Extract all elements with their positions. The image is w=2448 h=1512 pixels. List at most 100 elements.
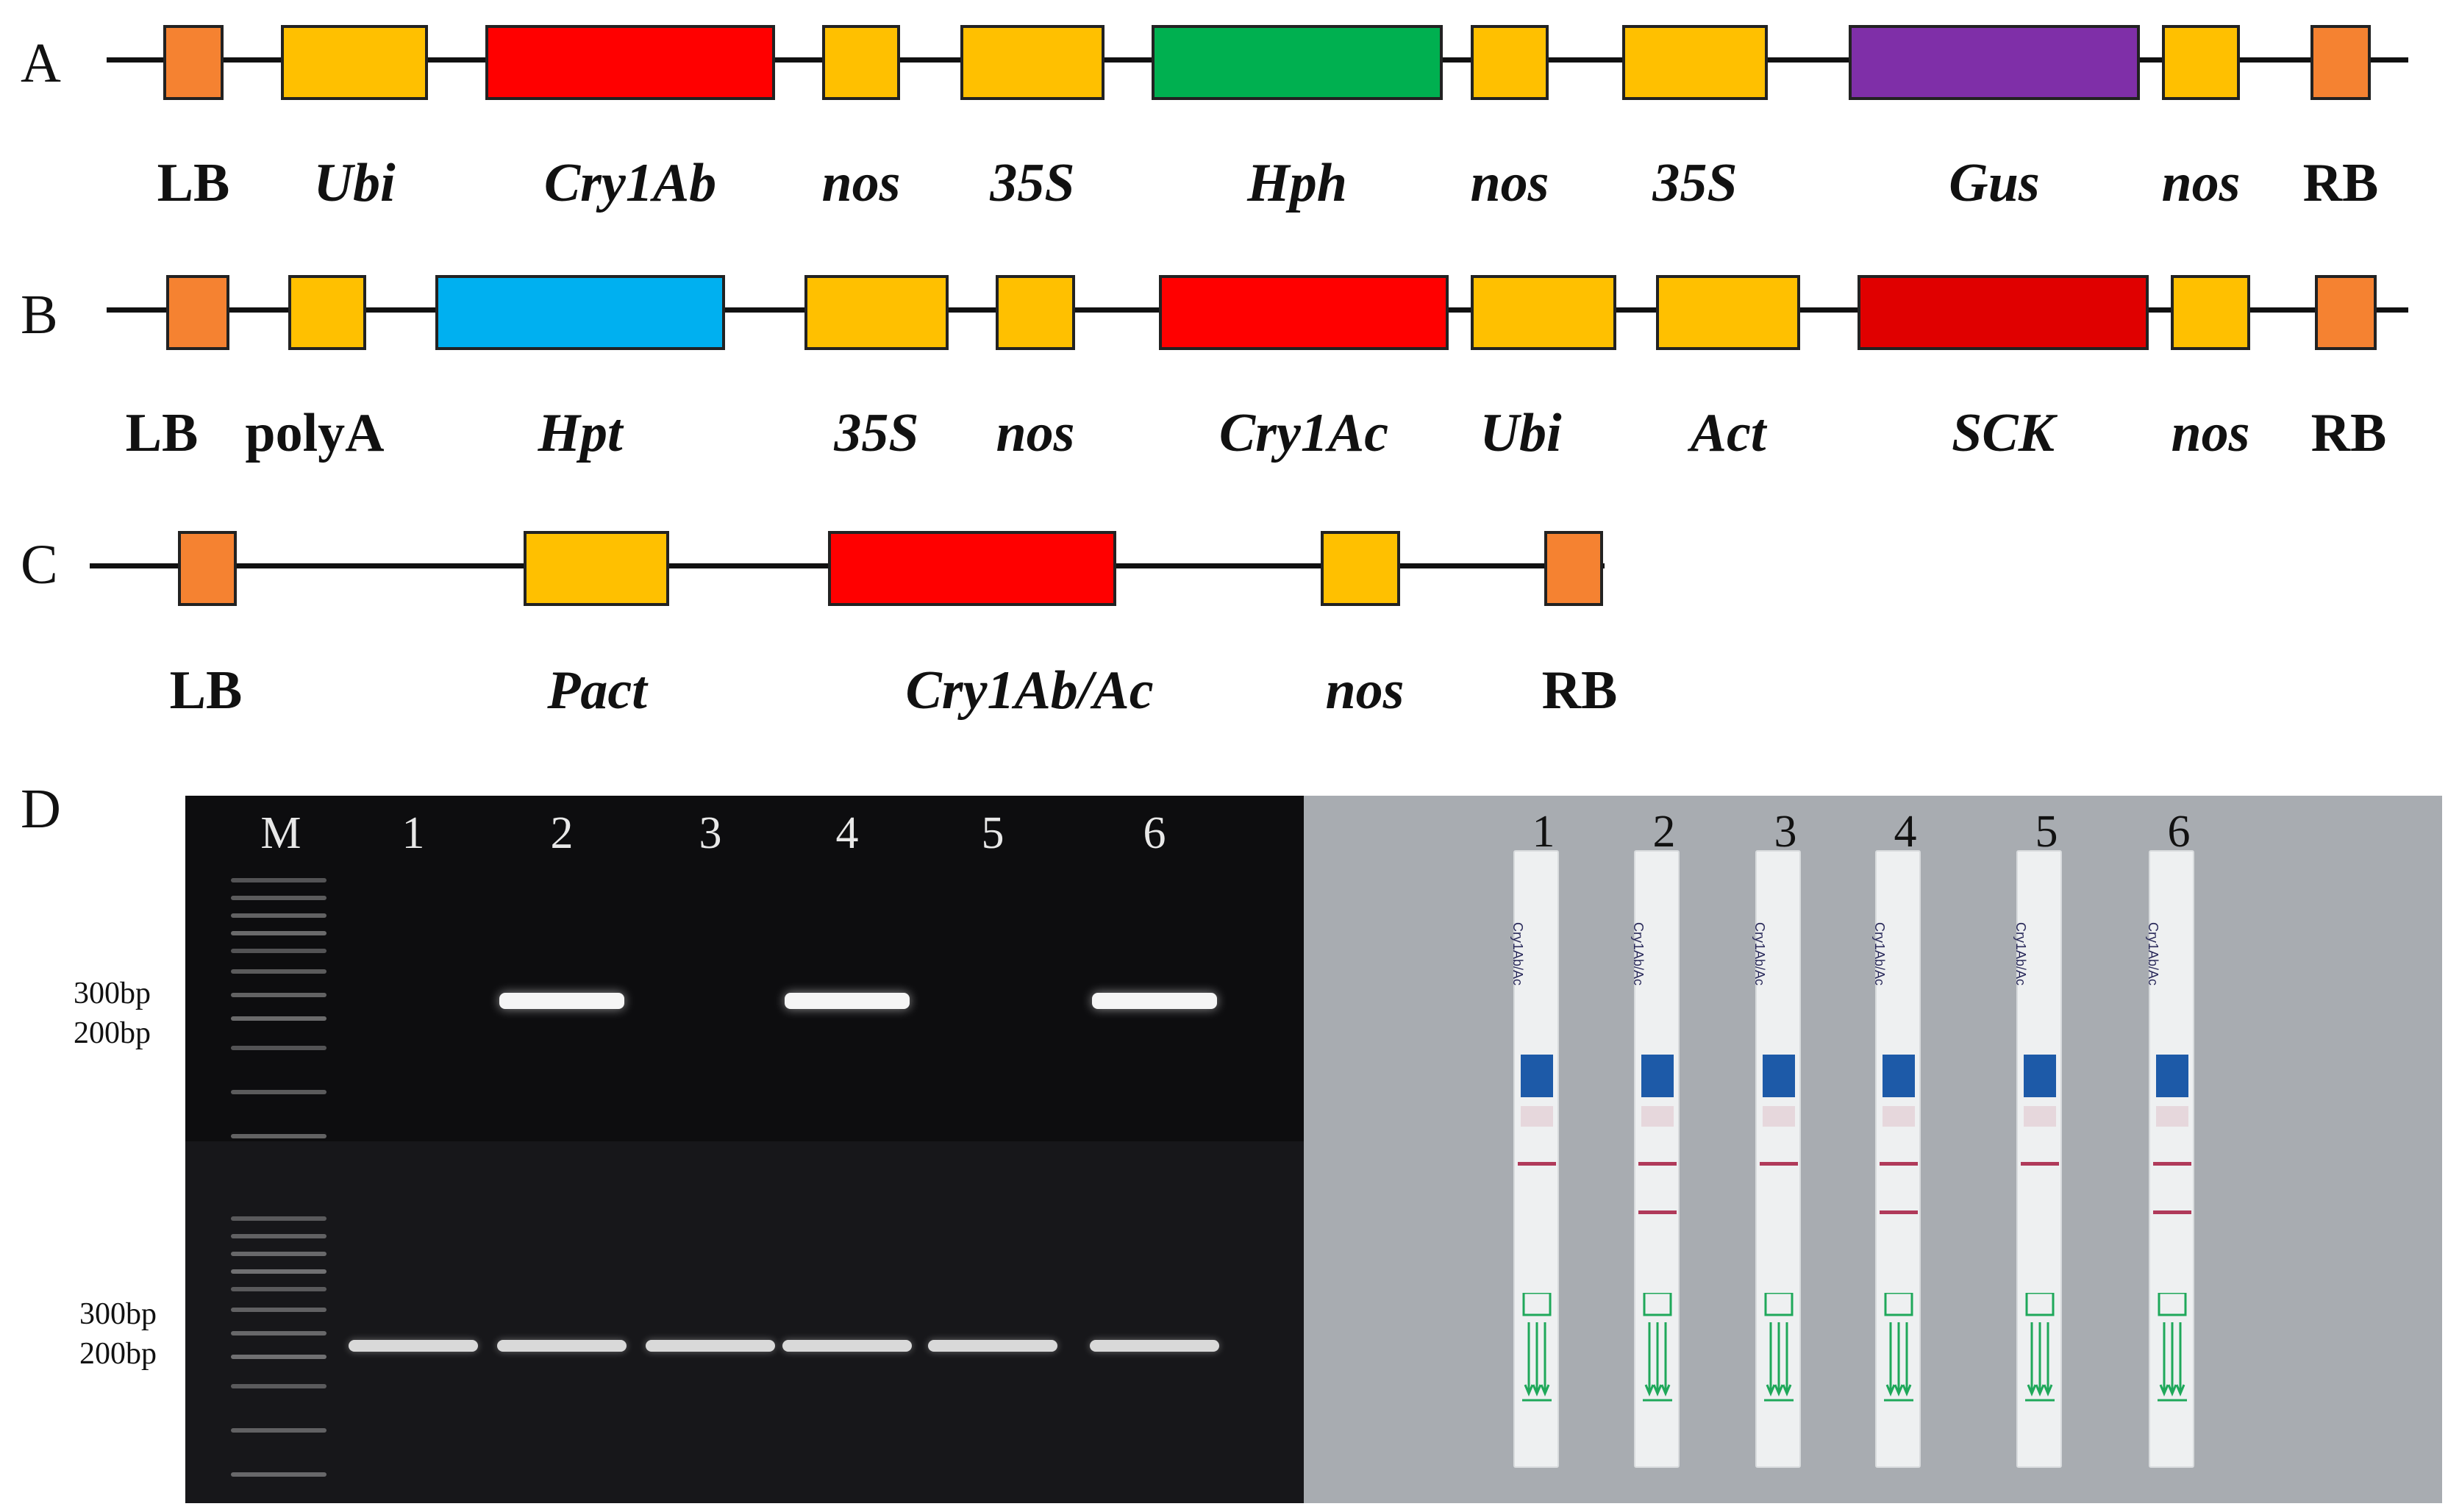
ladder-band [231, 1331, 326, 1336]
construct-a-label-6: Hph [1247, 153, 1347, 213]
construct-b-element-9 [1858, 275, 2149, 350]
strip-blue-pad [2156, 1055, 2188, 1097]
construct-b-label-8: Act [1690, 403, 1766, 463]
strip-arrow-icon [2158, 1291, 2187, 1403]
ladder-band [231, 913, 326, 918]
construct-b-label-1: LB [125, 403, 199, 463]
strip-test-line [2153, 1210, 2191, 1214]
ladder-band [231, 931, 326, 935]
construct-a-element-3 [485, 25, 775, 100]
construct-b-label-2: polyA [245, 403, 385, 463]
construct-b-element-7 [1471, 275, 1616, 350]
strip-sample-pad [2156, 1106, 2188, 1127]
construct-b-element-5 [996, 275, 1075, 350]
ladder-band [231, 1134, 326, 1138]
gel-lane-label-m: M [260, 808, 301, 858]
ladder-band [231, 1472, 326, 1477]
construct-c-element-3 [828, 531, 1116, 606]
construct-a-label-1: LB [157, 153, 230, 213]
gel-lane-label-3: 3 [699, 808, 722, 858]
ladder-band [231, 1046, 326, 1050]
strip-blue-pad [2024, 1055, 2056, 1097]
construct-b-element-10 [2171, 275, 2250, 350]
construct-c-label-4: nos [1325, 660, 1405, 721]
strip-arrow-icon [1522, 1291, 1552, 1403]
test-strip-2: Cry1Ab/Ac [1631, 850, 1680, 1468]
construct-b-label-6: Cry1Ac [1218, 403, 1389, 463]
construct-c-element-1 [178, 531, 237, 606]
construct-a-label-8: 35S [1652, 153, 1738, 213]
construct-c-element-4 [1321, 531, 1400, 606]
size-label-bottom-300: 300bp [79, 1297, 157, 1331]
construct-c-label-2: Pact [547, 660, 647, 721]
test-strip-1: Cry1Ab/Ac [1510, 850, 1559, 1468]
strip-control-line [1518, 1162, 1556, 1166]
ladder-band [231, 1252, 326, 1256]
strip-sample-pad [1763, 1106, 1795, 1127]
strip-sample-pad [1641, 1106, 1674, 1127]
gel-lane-label-4: 4 [835, 808, 859, 858]
strip-control-line [1638, 1162, 1677, 1166]
ladder-band [231, 1355, 326, 1359]
construct-a-label-10: nos [2161, 153, 2241, 213]
ladder-band [231, 1090, 326, 1094]
construct-a-element-5 [960, 25, 1105, 100]
construct-c-label-1: LB [169, 660, 243, 721]
strip-control-line [2021, 1162, 2059, 1166]
ladder-band [231, 878, 326, 882]
construct-a-element-1 [163, 25, 224, 100]
construct-a-element-2 [281, 25, 428, 100]
construct-a-element-9 [1849, 25, 2140, 100]
construct-b-element-8 [1656, 275, 1800, 350]
construct-c-element-2 [524, 531, 669, 606]
construct-a-element-6 [1152, 25, 1443, 100]
strip-sample-pad [1521, 1106, 1553, 1127]
gel-top-band-lane-4 [785, 993, 910, 1009]
construct-a-label-5: 35S [990, 153, 1075, 213]
construct-b-element-6 [1159, 275, 1449, 350]
construct-b-label-10: nos [2171, 403, 2250, 463]
construct-b-label-4: 35S [834, 403, 919, 463]
size-label-bottom-200: 200bp [79, 1337, 157, 1371]
gel-bottom-band-lane-3 [646, 1340, 775, 1352]
construct-a-element-7 [1471, 25, 1549, 100]
construct-a-element-11 [2310, 25, 2371, 100]
panel-letter-c: C [21, 534, 58, 596]
construct-a-label-9: Gus [1949, 153, 2040, 213]
construct-a-label-4: nos [821, 153, 901, 213]
gel-top-band-lane-2 [499, 993, 624, 1009]
strip-label-3: 3 [1774, 807, 1797, 857]
strip-label-6: 6 [2167, 807, 2191, 857]
construct-a-element-10 [2162, 25, 2240, 100]
ladder-band [231, 969, 326, 974]
strip-control-line [1880, 1162, 1918, 1166]
construct-b-element-11 [2315, 275, 2377, 350]
gel-top-half [185, 796, 1304, 1141]
strip-arrow-icon [2025, 1291, 2055, 1403]
ladder-band [231, 1384, 326, 1388]
construct-b-element-3 [435, 275, 725, 350]
gel-lane-label-6: 6 [1143, 808, 1166, 858]
ladder-band [231, 1308, 326, 1312]
construct-b-label-5: nos [996, 403, 1075, 463]
construct-c-label-3: Cry1Ab/Ac [905, 660, 1154, 721]
test-strip-5: Cry1Ab/Ac [2013, 850, 2062, 1468]
strip-label-4: 4 [1894, 807, 1917, 857]
strip-print-text: Cry1Ab/Ac [1752, 922, 1767, 986]
construct-b-label-3: Hpt [538, 403, 623, 463]
strip-print-text: Cry1Ab/Ac [1872, 922, 1887, 986]
panel-letter-d: D [21, 778, 61, 840]
gel-bottom-band-lane-2 [497, 1340, 627, 1352]
gel-lane-label-1: 1 [402, 808, 425, 858]
gel-top-band-lane-6 [1092, 993, 1217, 1009]
construct-c-element-5 [1544, 531, 1603, 606]
construct-b-label-11: RB [2310, 403, 2387, 463]
strip-arrow-icon [1884, 1291, 1913, 1403]
ladder-band [231, 1428, 326, 1433]
ladder-band [231, 1287, 326, 1291]
test-strip-4: Cry1Ab/Ac [1872, 850, 1921, 1468]
strip-label-5: 5 [2035, 807, 2058, 857]
ladder-band [231, 1234, 326, 1238]
strip-label-2: 2 [1652, 807, 1676, 857]
